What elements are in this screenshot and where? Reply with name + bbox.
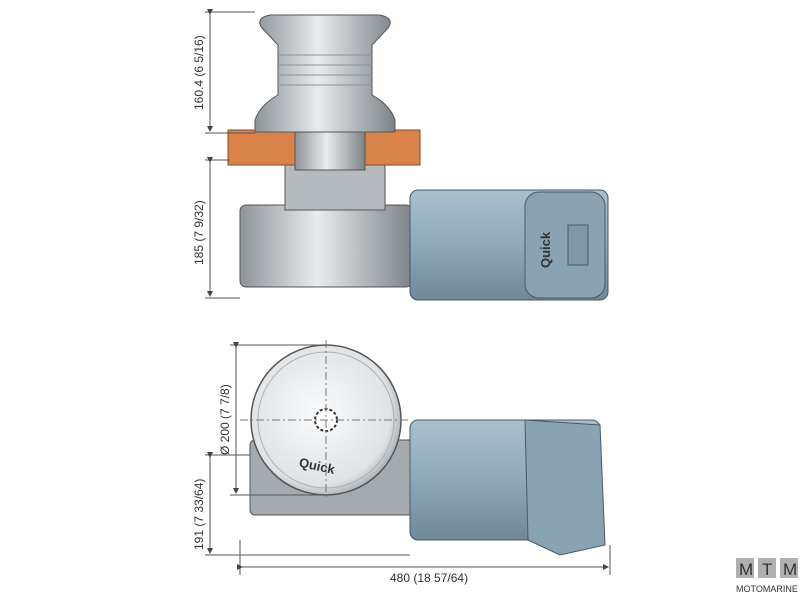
dim-drum-diameter: Ø 200 (7 7/8) [218,384,232,455]
side-view: Quick [227,14,609,301]
dimension-lines [205,9,611,575]
capstan-ribs [278,54,372,86]
gearbox [239,204,413,288]
motor-brand-label: Quick [538,231,553,268]
svg-text:T: T [762,560,772,579]
svg-text:M: M [783,560,797,579]
motor-label-plate [567,224,589,266]
svg-text:M: M [739,560,753,579]
motomarine-logo: M T M MOTOMARINE [736,558,798,594]
capstan [254,14,396,133]
dim-side-height: 191 (7 33/64) [192,479,206,550]
capstan-shaft [294,129,366,171]
logo-name: MOTOMARINE [736,584,798,594]
gearbox-housing [284,164,386,211]
plan-motor-endcap [524,419,606,556]
dim-capstan-height: 160.4 (6 5/16) [192,35,206,110]
plan-view: Quick [240,340,606,556]
motor-endcap [524,191,606,299]
dim-overall-length: 480 (18 57/64) [390,571,468,585]
dim-base-height: 185 (7 9/32) [192,200,206,265]
